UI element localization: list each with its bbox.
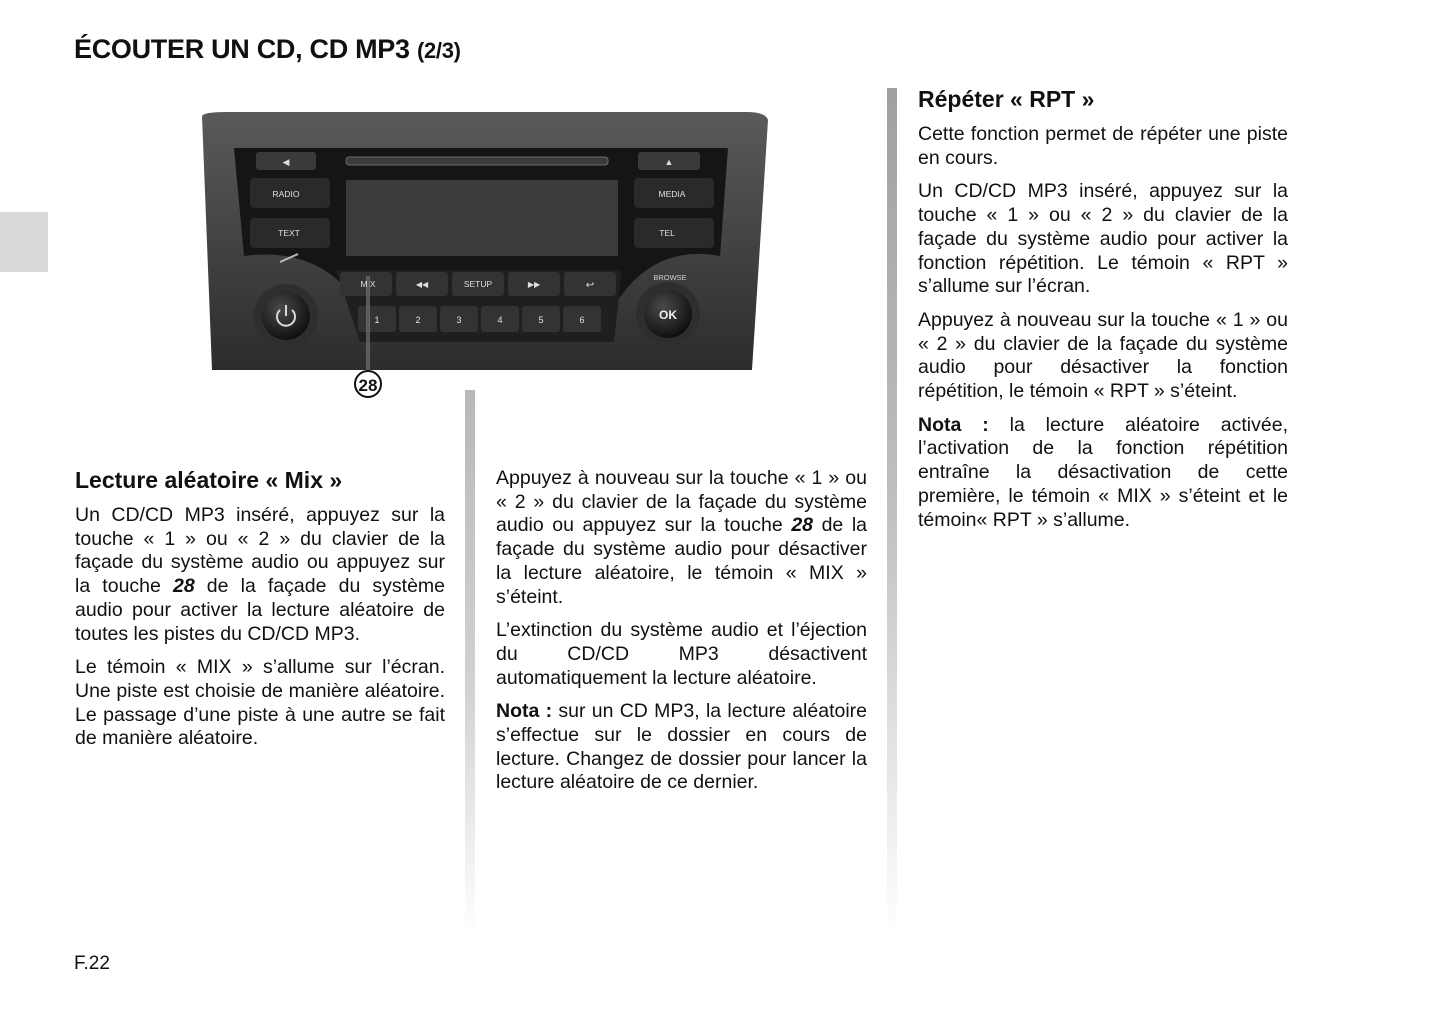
svg-text:▶▶: ▶▶: [528, 280, 541, 289]
column-divider: [465, 390, 475, 935]
text-button: TEXT: [278, 228, 300, 238]
column-divider: [887, 88, 897, 935]
page-title-part: (2/3): [416, 38, 461, 63]
paragraph: Un CD/CD MP3 inséré, appuyez sur la touc…: [75, 504, 445, 646]
callout-28-label: 28: [359, 376, 378, 395]
media-button: MEDIA: [659, 189, 686, 199]
preset-label-6: 6: [579, 315, 584, 325]
note: Nota : sur un CD MP3, la lecture aléatoi…: [496, 700, 867, 795]
radio-illustration: ◀ ▲ RADIO TEXT MEDIA TEL OK BROWSE MIX ◀…: [186, 86, 776, 398]
preset-label-1: 1: [374, 315, 379, 325]
reference-number: 28: [791, 514, 814, 537]
note-label: Nota :: [496, 700, 553, 723]
section-rpt: Répéter « RPT » Cette fonction permet de…: [918, 85, 1288, 542]
section-heading: Répéter « RPT »: [918, 86, 1095, 112]
text: Un CD/CD MP3 inséré, appuyez sur la touc…: [75, 504, 445, 598]
paragraph: Cette fonction permet de répéter une pis…: [918, 123, 1288, 169]
note-label: Nota :: [918, 413, 989, 436]
paragraph: L’extinction du système audio et l’éject…: [496, 619, 867, 689]
svg-text:↩: ↩: [586, 280, 594, 291]
section-mix: Lecture aléatoire « Mix » Un CD/CD MP3 i…: [75, 466, 445, 761]
preset-label-4: 4: [497, 315, 502, 325]
radio-button: RADIO: [273, 189, 300, 199]
note: Nota : la lecture aléatoire activée, l’a…: [918, 414, 1288, 533]
paragraph: Appuyez à nouveau sur la touche « 1 » ou…: [496, 467, 867, 609]
browse-ok-knob: [644, 290, 692, 338]
page-title-text: ÉCOUTER UN CD, CD MP3: [74, 34, 410, 64]
svg-text:▲: ▲: [665, 157, 674, 167]
preset-label-3: 3: [456, 315, 461, 325]
paragraph: Le témoin « MIX » s’allume sur l’écran. …: [75, 656, 445, 750]
browse-label: BROWSE: [653, 273, 686, 282]
svg-text:◀◀: ◀◀: [416, 280, 429, 289]
preset-buttons: 1 2 3 4 5 6: [358, 306, 601, 332]
preset-button-2: [399, 306, 437, 332]
chapter-tab: [0, 212, 48, 272]
preset-label-5: 5: [538, 315, 543, 325]
tel-button: TEL: [659, 228, 675, 238]
preset-button-3: [440, 306, 478, 332]
callout-28: [354, 370, 382, 398]
paragraph: Appuyez à nouveau sur la touche « 1 » ou…: [918, 308, 1288, 403]
preset-button-4: [481, 306, 519, 332]
preset-button-5: [522, 306, 560, 332]
reference-number: 28: [172, 575, 195, 598]
section-heading: Lecture aléatoire « Mix »: [75, 467, 343, 493]
text: Appuyez à nouveau sur la touche « 1 » ou…: [496, 467, 867, 537]
preset-label-2: 2: [415, 315, 420, 325]
setup-button: SETUP: [464, 279, 493, 289]
note-text: sur un CD MP3, la lecture aléatoire s’ef…: [496, 700, 867, 794]
page-title: ÉCOUTER UN CD, CD MP3 (2/3): [74, 34, 461, 65]
page-number: F.22: [74, 953, 110, 974]
note-text: la lecture aléatoire activée, l’activati…: [918, 413, 1288, 531]
section-mix-continued: Appuyez à nouveau sur la touche « 1 » ou…: [496, 467, 867, 805]
ok-label: OK: [659, 308, 677, 322]
svg-text:◀: ◀: [283, 157, 290, 167]
preset-button-6: [563, 306, 601, 332]
text: de la façade du système audio pour activ…: [75, 575, 446, 645]
lcd-screen: [346, 180, 618, 256]
paragraph: Un CD/CD MP3 inséré, appuyez sur la touc…: [918, 180, 1288, 298]
text: de la façade du système audio pour désac…: [496, 514, 868, 608]
